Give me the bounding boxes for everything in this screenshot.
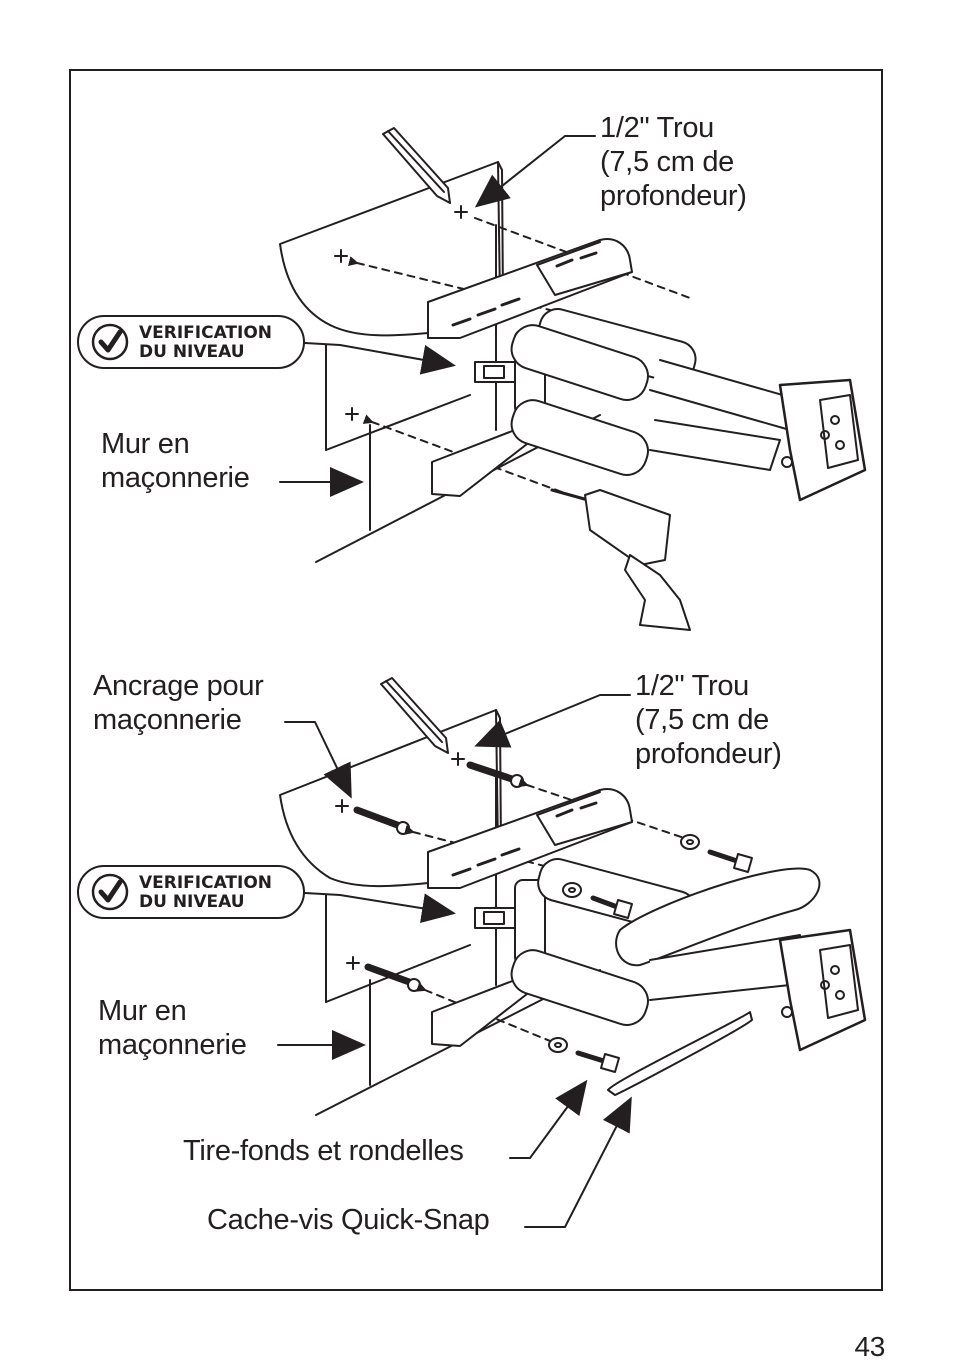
wall-corner	[315, 224, 601, 563]
lag-bolts-label: Tire-fonds et rondelles	[183, 1135, 464, 1167]
cover-label: Cache-vis Quick-Snap	[207, 1204, 490, 1236]
level-check-badge-top: VERIFICATION DU NIVEAU	[77, 315, 305, 369]
page-number: 43	[854, 1331, 885, 1362]
check-icon	[91, 323, 129, 361]
anchor-label: Ancrage pour maçonnerie	[93, 670, 264, 736]
wall-label-top: Mur en maçonnerie	[101, 428, 250, 494]
pencil-icon	[382, 127, 451, 204]
level-check-text: VERIFICATION DU NIVEAU	[139, 323, 273, 362]
tv-plate	[778, 378, 867, 502]
hole-label-top: 1/2" Trou (7,5 cm de profondeur)	[600, 112, 747, 212]
bottom-illustration	[277, 677, 867, 1228]
top-illustration	[279, 127, 867, 631]
diagram-frame	[69, 69, 883, 1291]
washer-icon	[548, 834, 700, 1053]
wall-label-bottom: Mur en maçonnerie	[98, 995, 247, 1061]
level-check-badge-bottom: VERIFICATION DU NIVEAU	[77, 865, 305, 919]
drill-icon	[550, 488, 691, 631]
check-icon	[91, 873, 129, 911]
wall-plate-bottom-rail	[431, 427, 546, 497]
hole-label-bottom: 1/2" Trou (7,5 cm de profondeur)	[635, 670, 782, 770]
level-icon	[474, 907, 516, 929]
level-check-text: VERIFICATION DU NIVEAU	[139, 873, 273, 912]
level-icon	[474, 361, 516, 383]
pencil-icon	[380, 677, 449, 754]
quick-snap-cover	[607, 1011, 753, 1096]
lag-bolt-icon	[575, 849, 753, 1073]
